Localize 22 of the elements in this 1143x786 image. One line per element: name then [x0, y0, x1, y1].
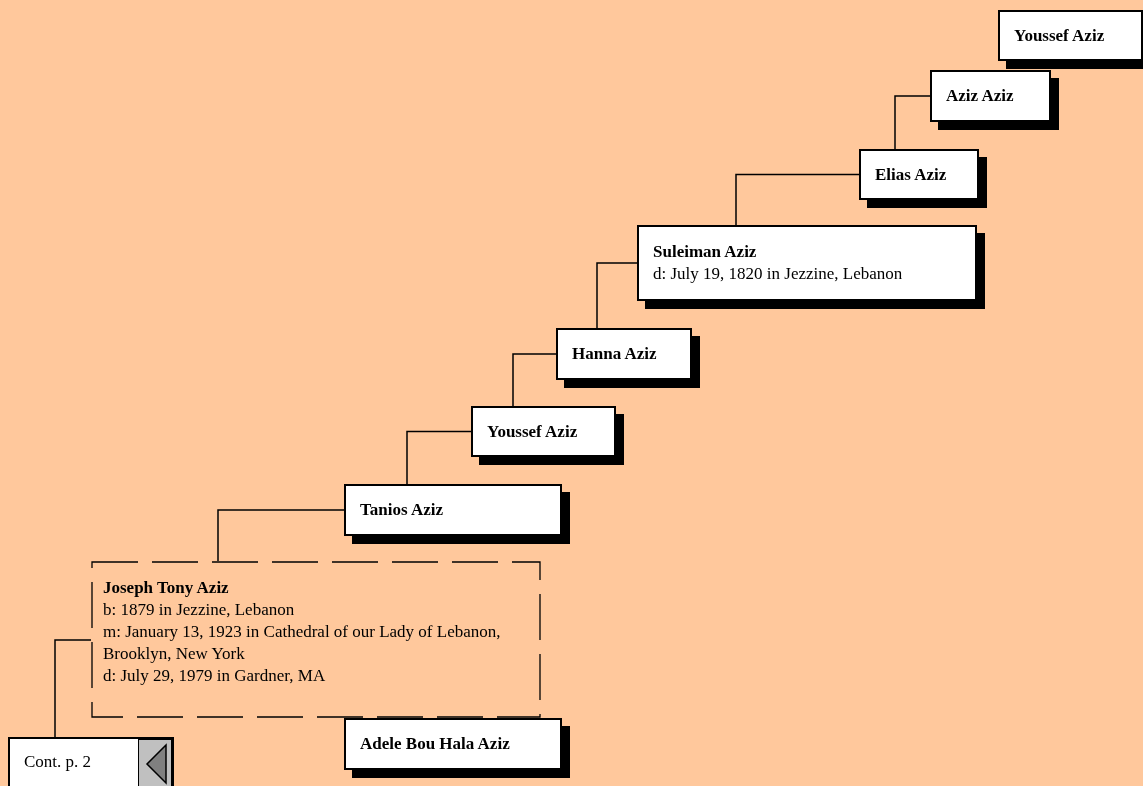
person-name: Aziz Aziz [946, 85, 1015, 107]
person-name: Suleiman Aziz [653, 241, 758, 263]
life-event-text: b: 1879 in Jezzine, Lebanon [103, 599, 296, 621]
connector-line [54, 639, 92, 738]
connector-line [406, 430, 472, 485]
life-event-text: d: July 19, 1820 in Jezzine, Lebanon [653, 263, 904, 285]
person-name: Adele Bou Hala Aziz [360, 733, 511, 755]
person-name: Youssef Aziz [1014, 24, 1106, 47]
connector-line [894, 95, 931, 150]
continuation-label: Cont. p. 2 [24, 751, 93, 773]
person-name: Tanios Aziz [360, 499, 444, 521]
person-group-box [91, 561, 541, 718]
person-name: Hanna Aziz [572, 343, 658, 365]
connector-line [512, 353, 557, 407]
person-name: Elias Aziz [875, 163, 948, 186]
person-name: Joseph Tony Aziz [103, 577, 230, 599]
connector-line [596, 262, 638, 329]
connector-line [217, 509, 345, 562]
connector-line [735, 173, 860, 226]
continuation-box [8, 737, 174, 786]
person-name: Youssef Aziz [487, 420, 579, 443]
life-event-text: d: July 29, 1979 in Gardner, MA [103, 665, 327, 687]
